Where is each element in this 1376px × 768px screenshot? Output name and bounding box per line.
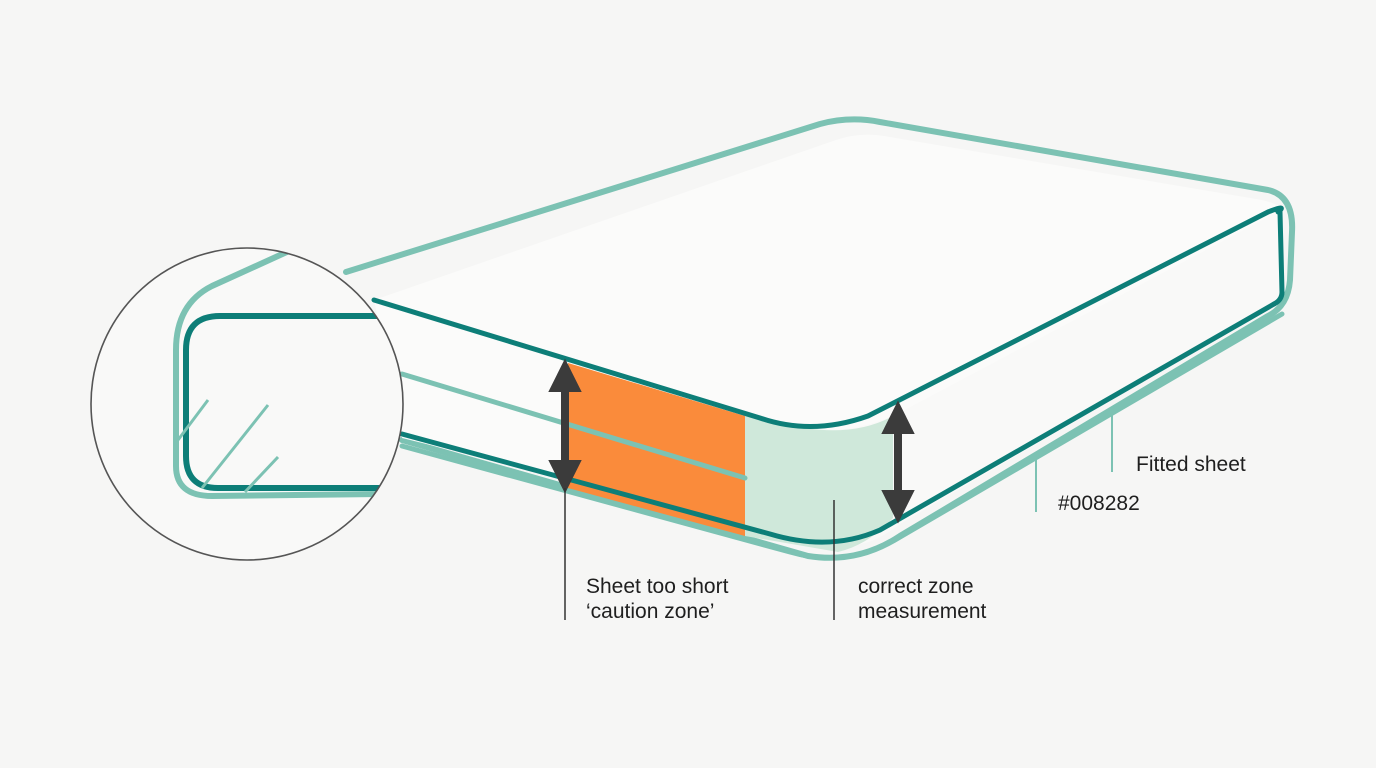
mattress-top-edge bbox=[371, 205, 1284, 430]
caution-label-line2: ‘caution zone’ bbox=[586, 600, 715, 623]
magnified-sheet-outline bbox=[173, 248, 383, 499]
mattress-top bbox=[374, 134, 1280, 430]
sheet-color-code-label: #008282 bbox=[1058, 492, 1140, 515]
caution-zone-label: Sheet too short ‘caution zone’ bbox=[586, 574, 728, 624]
correct-zone-label: correct zone measurement bbox=[858, 574, 986, 624]
mattress-bottom-edge bbox=[399, 301, 1277, 545]
correct-label-line1: correct zone bbox=[858, 575, 974, 598]
elastic-gather-line bbox=[243, 455, 280, 494]
sheet-bottom-outline bbox=[399, 311, 1285, 561]
correct-label-line2: measurement bbox=[858, 600, 987, 623]
magnifier-ring bbox=[90, 247, 404, 561]
correct-zone bbox=[745, 416, 893, 552]
fitted-sheet-label: Fitted sheet bbox=[1136, 453, 1246, 476]
corner-magnifier bbox=[90, 247, 404, 561]
elastic-gather-line bbox=[176, 399, 210, 441]
mattress-right-face bbox=[805, 212, 1282, 547]
elastic-gather-line bbox=[200, 404, 270, 489]
caution-label-line1: Sheet too short bbox=[586, 575, 729, 598]
